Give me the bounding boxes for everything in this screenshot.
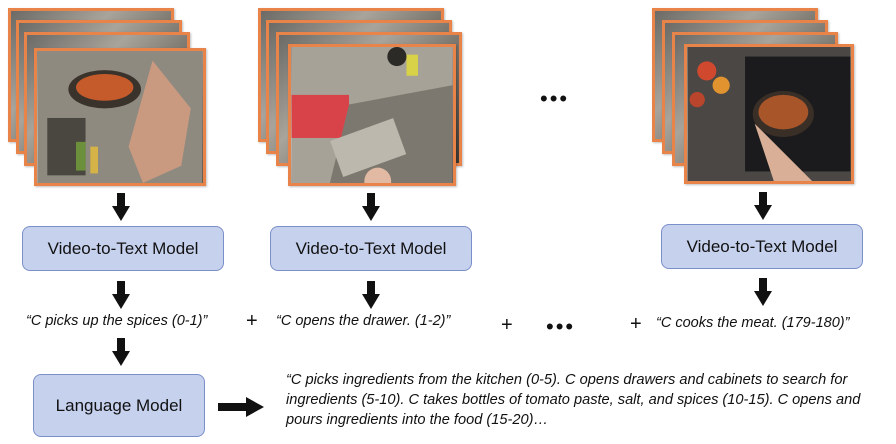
kitchen-scene-image [291, 47, 453, 183]
ellipsis-frames: ••• [540, 86, 570, 111]
language-model-box: Language Model [33, 374, 205, 437]
arrow-right-icon [218, 397, 264, 417]
kitchen-scene-image [37, 51, 203, 183]
ellipsis-captions: ••• [546, 314, 576, 339]
video-frame-top [684, 44, 854, 184]
caption-1: “C picks up the spices (0-1)” [26, 313, 208, 329]
video-frame-top [288, 44, 456, 186]
arrow-down-icon [754, 192, 772, 220]
plus-sign: + [630, 313, 642, 335]
video-to-text-model-2: Video-to-Text Model [270, 226, 472, 271]
arrow-down-icon [112, 338, 130, 366]
caption-2: “C opens the drawer. (1-2)” [276, 313, 451, 329]
arrow-down-icon [362, 281, 380, 309]
arrow-down-icon [112, 281, 130, 309]
summary-text: “C picks ingredients from the kitchen (0… [286, 372, 861, 428]
caption-3: “C cooks the meat. (179-180)” [656, 315, 850, 331]
video-frame-top [34, 48, 206, 186]
plus-sign: + [501, 314, 513, 336]
arrow-down-icon [112, 193, 130, 221]
video-to-text-model-3: Video-to-Text Model [661, 224, 863, 269]
plus-sign: + [246, 310, 258, 332]
arrow-down-icon [362, 193, 380, 221]
video-to-text-model-1: Video-to-Text Model [22, 226, 224, 271]
arrow-down-icon [754, 278, 772, 306]
kitchen-scene-image [687, 47, 851, 181]
